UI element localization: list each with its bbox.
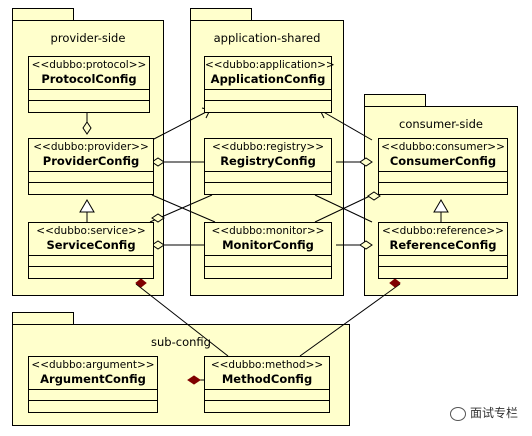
class-stereotype: <<dubbo:protocol>> [31,59,147,71]
aggregation-diamond [359,240,373,250]
class-name: ConsumerConfig [389,154,497,168]
class-stereotype: <<dubbo:provider>> [33,141,149,153]
composition-diamond [389,278,401,288]
composition-diamond [187,375,201,385]
class-stereotype: <<dubbo:monitor>> [211,225,325,237]
class-stereotype: <<dubbo:method>> [210,359,324,371]
aggregation-diamond [82,121,92,135]
argument-config-class: <<dubbo:argument>> ArgumentConfig [28,356,158,413]
class-name: ProviderConfig [42,154,140,168]
class-name: ApplicationConfig [210,72,326,86]
class-name: MonitorConfig [222,238,314,252]
class-name: ProtocolConfig [41,72,137,86]
class-name: ArgumentConfig [40,372,146,386]
composition-diamond [135,278,147,288]
watermark: 面试专栏 [449,404,518,421]
class-name: ReferenceConfig [389,238,497,252]
package-title: consumer-side [399,117,483,131]
class-stereotype: <<dubbo:registry>> [211,141,325,153]
package-title: sub-config [151,335,211,349]
class-stereotype: <<dubbo:consumer>> [381,141,505,153]
package-tab-shared [190,8,252,21]
aggregation-diamond [151,240,165,250]
consumer-config-class: <<dubbo:consumer>> ConsumerConfig [378,138,508,195]
reference-config-class: <<dubbo:reference>> ReferenceConfig [378,222,508,279]
class-stereotype: <<dubbo:application>> [205,59,335,71]
method-config-class: <<dubbo:method>> MethodConfig [204,356,330,413]
aggregation-diamond [151,213,165,223]
package-title: application-shared [213,31,321,45]
generalization-arrow [433,199,449,213]
package-tab-consumer [364,94,426,107]
wechat-icon [449,406,466,421]
generalization-arrow [79,199,95,213]
monitor-config-class: <<dubbo:monitor>> MonitorConfig [204,222,332,279]
class-name: ServiceConfig [46,238,136,252]
class-stereotype: <<dubbo:reference>> [382,225,504,237]
class-stereotype: <<dubbo:argument>> [31,359,155,371]
package-title: provider-side [50,31,126,45]
aggregation-diamond [367,191,381,201]
application-config-class: <<dubbo:application>> ApplicationConfig [204,56,335,113]
provider-config-class: <<dubbo:provider>> ProviderConfig [28,138,154,195]
aggregation-diamond [359,157,373,167]
class-name: RegistryConfig [220,154,316,168]
class-stereotype: <<dubbo:service>> [36,225,146,237]
package-tab-subconfig [12,312,74,325]
class-name: MethodConfig [221,372,313,386]
protocol-config-class: <<dubbo:protocol>> ProtocolConfig [28,56,150,113]
watermark-text: 面试专栏 [469,406,518,420]
aggregation-diamond [151,157,165,167]
service-config-class: <<dubbo:service>> ServiceConfig [28,222,154,279]
package-tab-provider [12,8,74,21]
registry-config-class: <<dubbo:registry>> RegistryConfig [204,138,332,195]
